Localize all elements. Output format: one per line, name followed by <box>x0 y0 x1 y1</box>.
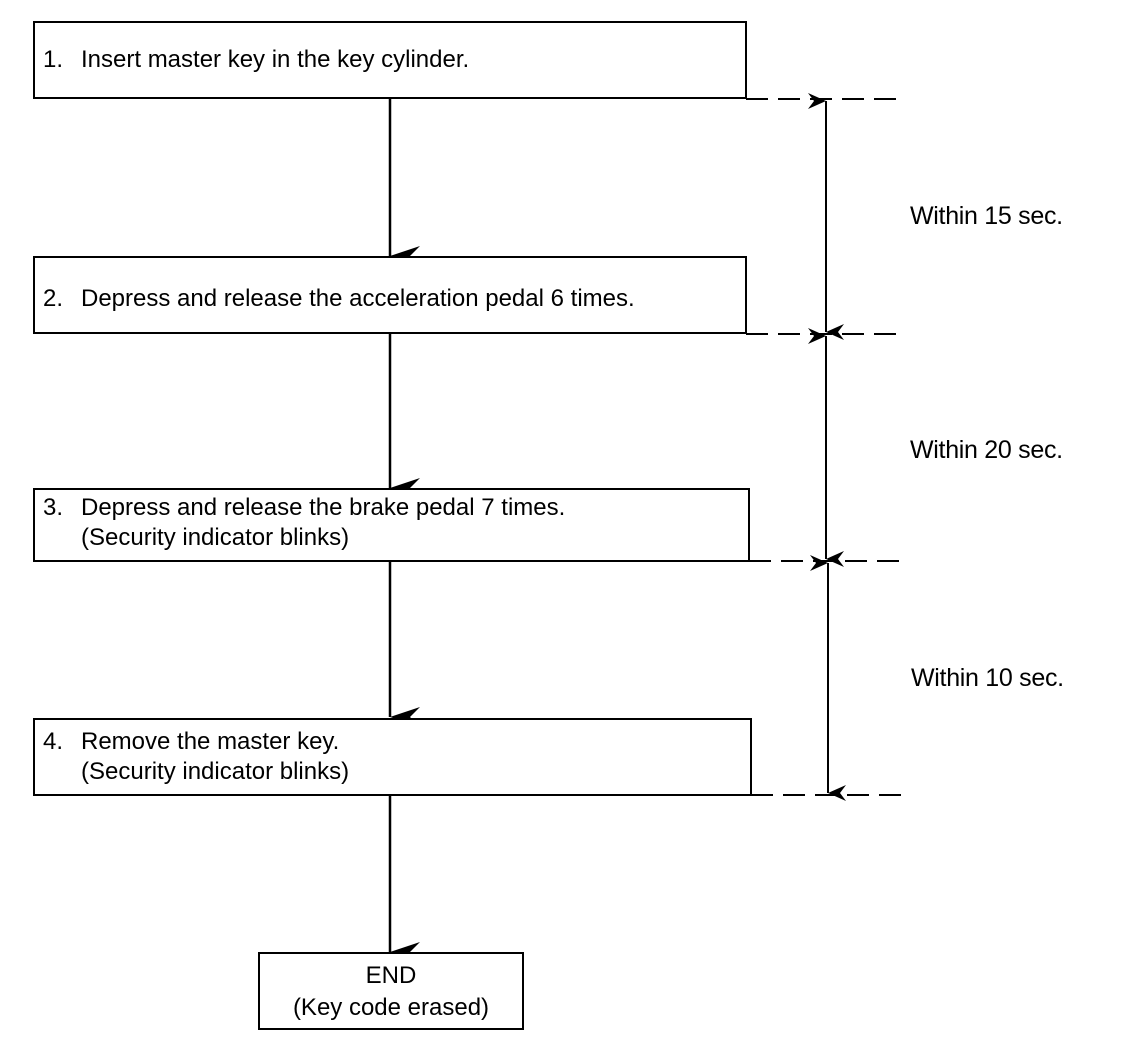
step-4-text-line-2: (Security indicator blinks) <box>81 758 350 785</box>
step-1-text: Insert master key in the key cylinder. <box>81 46 470 73</box>
step-1-number: 1. <box>43 46 64 73</box>
step-3-text-line-1: Depress and release the brake pedal 7 ti… <box>81 494 566 521</box>
step-1-box: 1. Insert master key in the key cylinder… <box>33 21 747 99</box>
step-3-number: 3. <box>43 494 64 521</box>
interval-label-15s: Within 15 sec. <box>910 202 1063 230</box>
step-4-number: 4. <box>43 728 64 755</box>
interval-label-20s: Within 20 sec. <box>910 436 1063 464</box>
end-subtitle: (Key code erased) <box>292 994 490 1021</box>
step-4-box: 4. Remove the master key. (Security indi… <box>33 718 752 796</box>
end-title: END <box>365 962 417 989</box>
step-2-text: Depress and release the acceleration ped… <box>81 285 635 312</box>
step-2-box: 2. Depress and release the acceleration … <box>33 256 747 334</box>
interval-label-10s: Within 10 sec. <box>911 664 1064 692</box>
step-3-text-line-2: (Security indicator blinks) <box>81 524 350 551</box>
step-4-text-line-1: Remove the master key. <box>81 728 340 755</box>
end-box: END (Key code erased) <box>258 952 524 1030</box>
step-2-number: 2. <box>43 285 64 312</box>
step-3-box: 3. Depress and release the brake pedal 7… <box>33 488 750 562</box>
